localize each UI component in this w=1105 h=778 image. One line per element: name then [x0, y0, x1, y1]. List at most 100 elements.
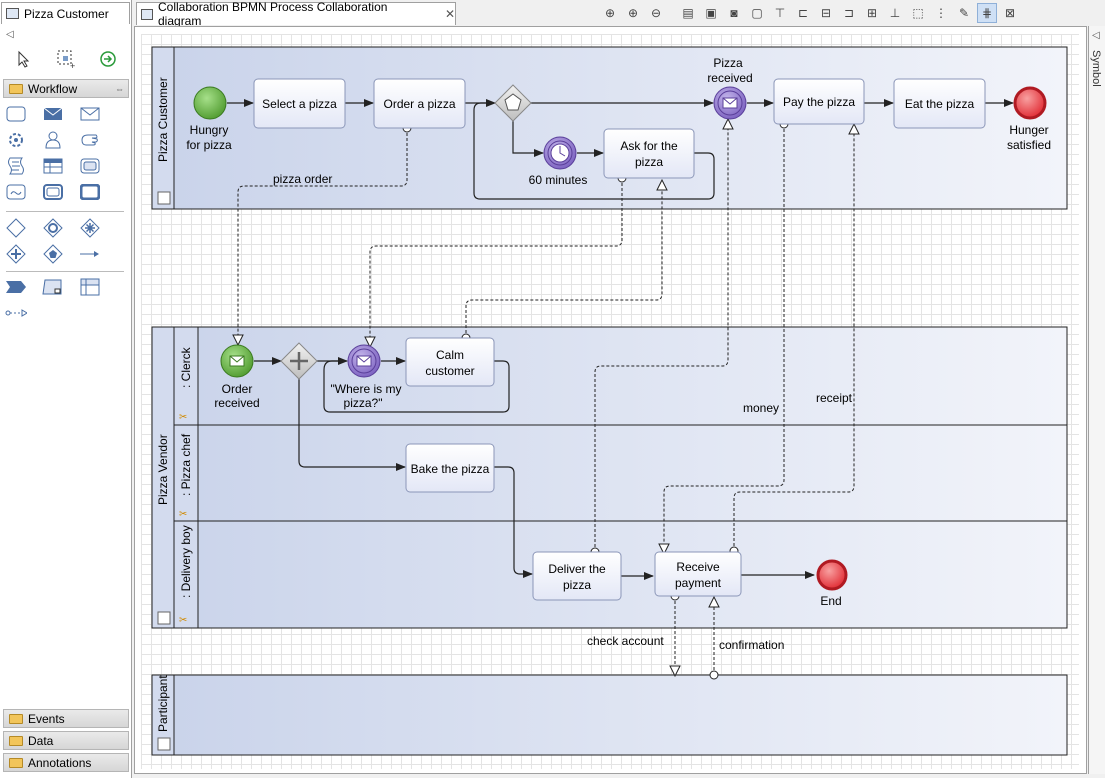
drawer-workflow[interactable]: Workflow ⇔ — [3, 79, 129, 98]
task-calm-label-1: Calm — [436, 348, 464, 362]
connection-tool-icon[interactable] — [99, 50, 117, 68]
start-event-order-received[interactable] — [220, 344, 254, 378]
task-bake-pizza[interactable]: Bake the pizza — [405, 443, 495, 493]
collapse-right-icon[interactable]: ◁ — [1092, 30, 1100, 41]
complex-gateway-tool-icon[interactable] — [79, 218, 101, 238]
pointer-tool-icon[interactable] — [15, 50, 33, 68]
exclusive-gateway-tool-icon[interactable] — [5, 218, 27, 238]
svg-text:+: + — [70, 61, 75, 70]
pin-icon[interactable]: ⇔ — [115, 83, 124, 94]
drawer-events[interactable]: Events — [3, 709, 129, 728]
collapse-left-icon[interactable]: ◁ — [6, 29, 14, 40]
user-task-tool-icon[interactable] — [42, 130, 64, 150]
sub-diagram-tool-icon[interactable] — [42, 277, 64, 297]
distribute-icon[interactable]: ⋮ — [935, 6, 947, 20]
close-icon[interactable]: ✕ — [444, 7, 456, 21]
event-gateway-tool-icon[interactable] — [42, 244, 64, 264]
symbol-panel[interactable] — [1088, 26, 1105, 774]
task-calm-customer[interactable]: Calm customer — [405, 337, 495, 387]
pool-note-icon — [157, 611, 171, 625]
lane-clerck-name: : Clerck — [179, 346, 193, 388]
align-left-icon[interactable]: ⊏ — [797, 6, 809, 20]
event-based-gateway[interactable] — [494, 84, 532, 122]
task-eat-pizza[interactable]: Eat the pizza — [893, 78, 986, 129]
lane-delivery-boy[interactable]: : Delivery boy ✂ — [173, 520, 1068, 629]
timer-label: 60 minutes — [529, 173, 588, 187]
window-icon — [6, 8, 19, 19]
align-middle-icon[interactable]: ⊞ — [866, 6, 878, 20]
marquee-tool-icon[interactable]: + — [55, 48, 77, 70]
manual-task-tool-icon[interactable] — [79, 130, 101, 150]
label-hungry-2: for pizza — [186, 138, 232, 152]
end-event-hunger-satisfied[interactable] — [1013, 86, 1047, 120]
align-top-icon[interactable]: ⊤ — [774, 6, 786, 20]
palette-tab[interactable]: Pizza Customer — [1, 2, 130, 24]
call-activity-tool-icon[interactable] — [79, 182, 101, 202]
lane-tool-icon[interactable] — [79, 277, 101, 297]
label-hunger-1: Hunger — [1009, 123, 1048, 137]
drawer-events-label: Events — [28, 711, 65, 726]
message-flow-tool-icon[interactable] — [5, 303, 27, 323]
format-painter-icon[interactable]: ✎ — [958, 6, 970, 20]
task-deliver-pizza[interactable]: Deliver the pizza — [532, 551, 622, 601]
chevron-shape-tool-icon[interactable] — [5, 277, 27, 297]
label-hungry-1: Hungry — [190, 123, 229, 137]
align-right-icon[interactable]: ⊐ — [843, 6, 855, 20]
send-task-tool-icon[interactable] — [42, 104, 64, 124]
drawer-annotations[interactable]: Annotations — [3, 753, 129, 772]
task-tool-icon[interactable] — [5, 104, 27, 124]
zoom-out-icon[interactable]: ⊖ — [650, 6, 662, 20]
export-image-icon[interactable]: ◙ — [730, 6, 738, 20]
palette-grid-gateways — [5, 218, 116, 264]
parallel-gateway-tool-icon[interactable] — [5, 244, 27, 264]
task-deliver-label-2: pizza — [563, 578, 591, 592]
editor-tab[interactable]: Collaboration BPMN Process Collaboration… — [136, 0, 456, 28]
parallel-gateway[interactable] — [280, 342, 318, 380]
pool-note-icon — [157, 191, 171, 205]
drawer-workflow-label: Workflow — [28, 81, 78, 96]
align-center-icon[interactable]: ⊟ — [820, 6, 832, 20]
task-ask-label-2: pizza — [635, 155, 663, 169]
receive-task-tool-icon[interactable] — [79, 104, 101, 124]
zoom-in-icon[interactable]: ⊕ — [627, 6, 639, 20]
transaction-tool-icon[interactable] — [42, 182, 64, 202]
save-icon[interactable]: ▣ — [705, 6, 717, 20]
script-task-tool-icon[interactable] — [5, 156, 27, 176]
start-event-hungry[interactable] — [193, 86, 227, 120]
task-receive-payment[interactable]: Receive payment — [654, 551, 742, 597]
task-bake-label: Bake the pizza — [411, 462, 490, 476]
ad-hoc-tool-icon[interactable] — [5, 182, 27, 202]
task-pay-pizza[interactable]: Pay the pizza — [773, 78, 865, 125]
select-all-icon[interactable]: ▢ — [751, 6, 763, 20]
pool-customer-name: Pizza Customer — [156, 77, 170, 162]
align-bottom-icon[interactable]: ⊥ — [889, 6, 901, 20]
pool-participant[interactable]: Participant — [151, 674, 1068, 756]
sub-process-tool-icon[interactable] — [79, 156, 101, 176]
message-event-where-is-pizza[interactable] — [347, 344, 381, 378]
palette-panel: Pizza Customer ◁ + Workflow ⇔ — [0, 0, 132, 778]
task-select-pizza[interactable]: Select a pizza — [253, 78, 346, 129]
lane-clerck[interactable]: : Clerck ✂ — [173, 326, 1068, 426]
task-order-pizza[interactable]: Order a pizza — [373, 78, 466, 129]
folder-icon — [9, 757, 23, 768]
diagram-icon — [141, 8, 153, 20]
zoom-fit-icon[interactable]: ⊕ — [604, 6, 616, 20]
service-task-tool-icon[interactable] — [5, 130, 27, 150]
sequence-flow-tool-icon[interactable] — [79, 244, 101, 264]
lane-actor-icon: ✂ — [179, 509, 187, 520]
msg-label-receipt: receipt — [816, 391, 853, 405]
snap-icon[interactable]: ⊠ — [1004, 6, 1016, 20]
message-event-pizza-received[interactable] — [713, 86, 747, 120]
drawer-annotations-label: Annotations — [28, 755, 92, 770]
end-event-end[interactable] — [816, 559, 848, 591]
folder-icon — [9, 713, 23, 724]
match-size-icon[interactable]: ⬚ — [912, 6, 924, 20]
drawer-data[interactable]: Data — [3, 731, 129, 750]
timer-event-60-minutes[interactable] — [543, 136, 577, 170]
print-icon[interactable]: ▤ — [682, 6, 694, 20]
business-rule-task-tool-icon[interactable] — [42, 156, 64, 176]
grid-toggle-icon[interactable]: ⋕ — [977, 3, 997, 23]
inclusive-gateway-tool-icon[interactable] — [42, 218, 64, 238]
task-ask-for-pizza[interactable]: Ask for the pizza — [603, 128, 695, 179]
